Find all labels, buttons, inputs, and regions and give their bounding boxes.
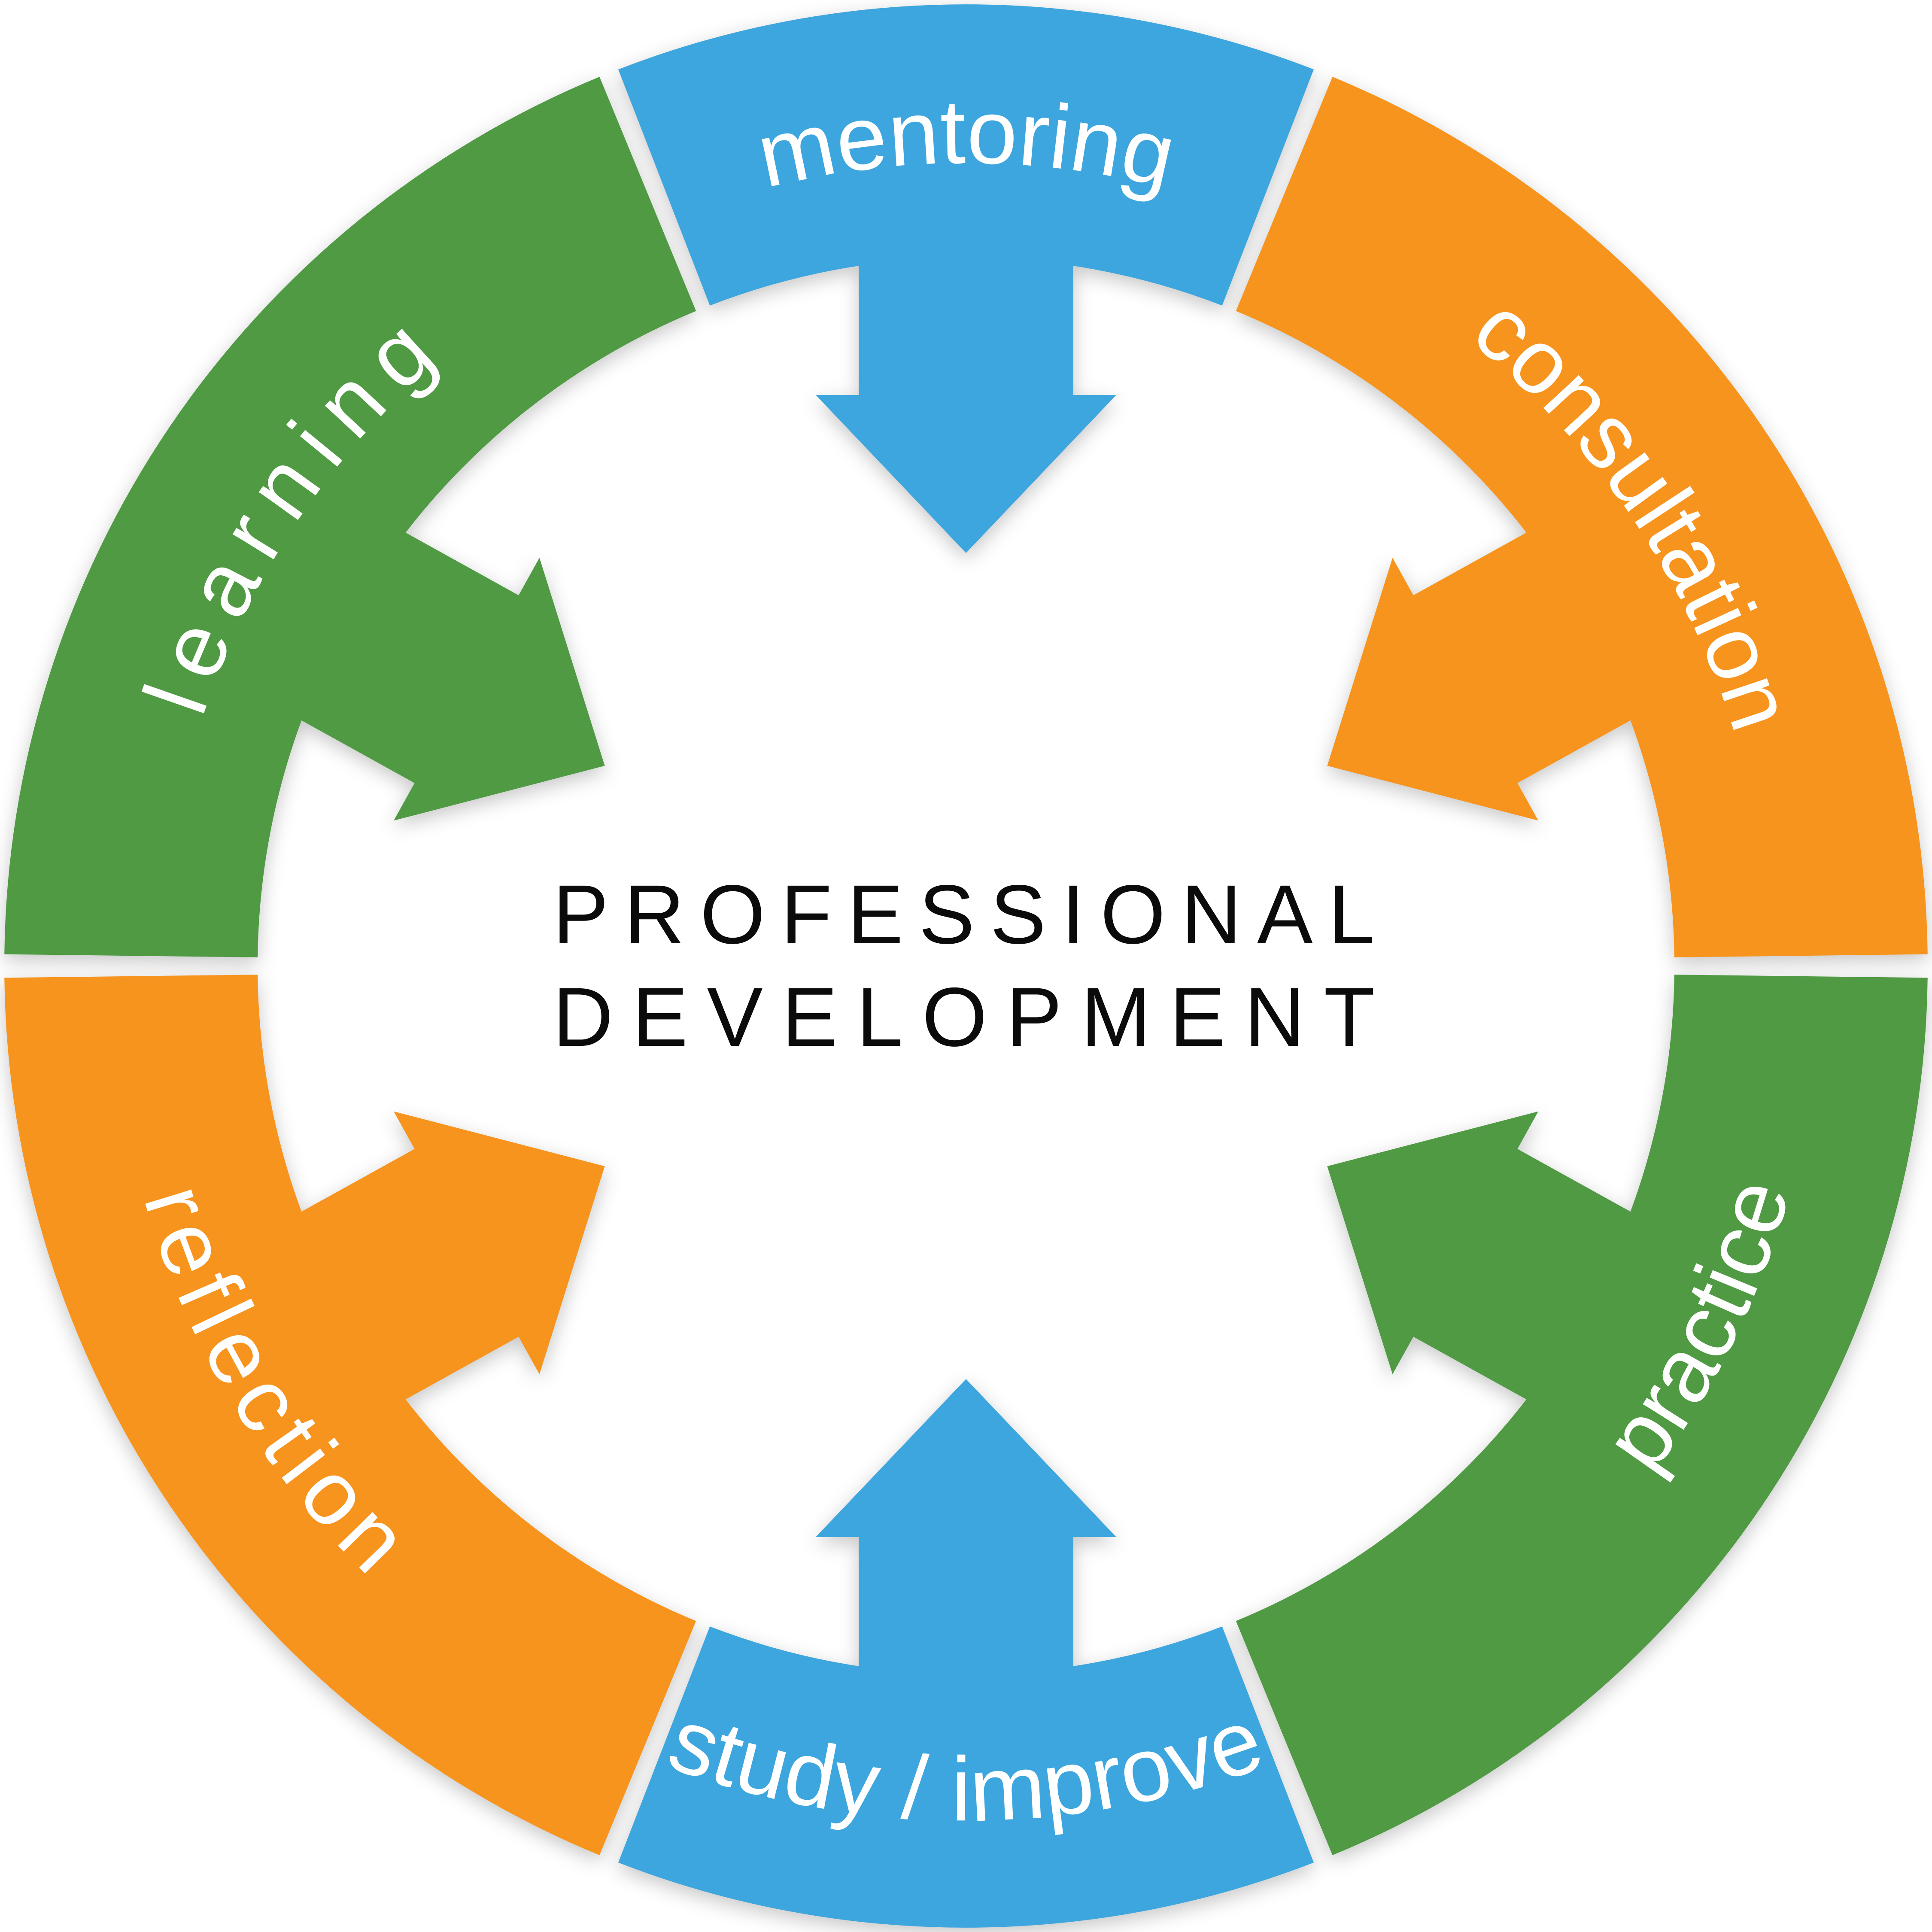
diagram-title-line1: PROFESSIONAL: [553, 868, 1375, 961]
diagram-title-line2: DEVELOPMENT: [553, 970, 1375, 1064]
segment-learning: [4, 76, 696, 957]
arrow-icon-study-improve: [816, 1379, 1116, 1696]
segment-mentoring: [618, 4, 1314, 306]
arrow-icon-learning: [276, 518, 605, 821]
arrow-icon-consultation: [1327, 518, 1656, 821]
segment-consultation: [1236, 76, 1928, 957]
segment-practice: [1236, 975, 1928, 1856]
segment-study-improve: [618, 1626, 1314, 1928]
segment-ring: [4, 4, 1928, 1928]
segment-reflection: [4, 975, 696, 1856]
arrow-icon-reflection: [276, 1111, 605, 1414]
arrow-icon-mentoring: [816, 236, 1116, 553]
arrow-icon-practice: [1327, 1111, 1656, 1414]
